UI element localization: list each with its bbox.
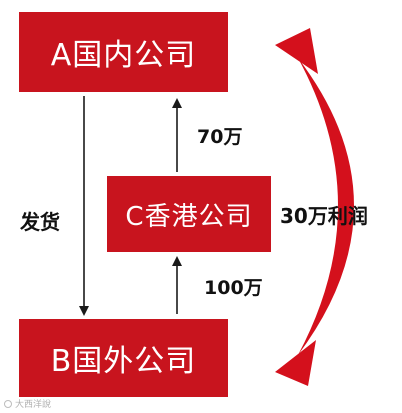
node-b-foreign-company: B国外公司 [19, 319, 228, 397]
node-c-hongkong-company: C香港公司 [107, 176, 271, 252]
edge-label-b-to-a: 30万利润 [280, 204, 368, 228]
profit-curve-arrow [275, 28, 354, 386]
curve-head-bottom [275, 340, 316, 386]
edge-label-b-to-c: 100万 [204, 277, 263, 299]
edge-label-a-to-b: 发货 [20, 210, 60, 234]
node-c-label: C香港公司 [125, 201, 253, 232]
watermark-logo-icon [4, 399, 12, 408]
node-a-domestic-company: A国内公司 [19, 12, 228, 92]
edge-label-c-to-a: 70万 [197, 126, 243, 148]
curve-head-top [275, 28, 318, 74]
watermark: 大西洋說 [4, 397, 51, 410]
node-b-label: B国外公司 [50, 344, 197, 379]
node-a-label: A国内公司 [50, 38, 197, 73]
watermark-text: 大西洋說 [15, 400, 52, 410]
